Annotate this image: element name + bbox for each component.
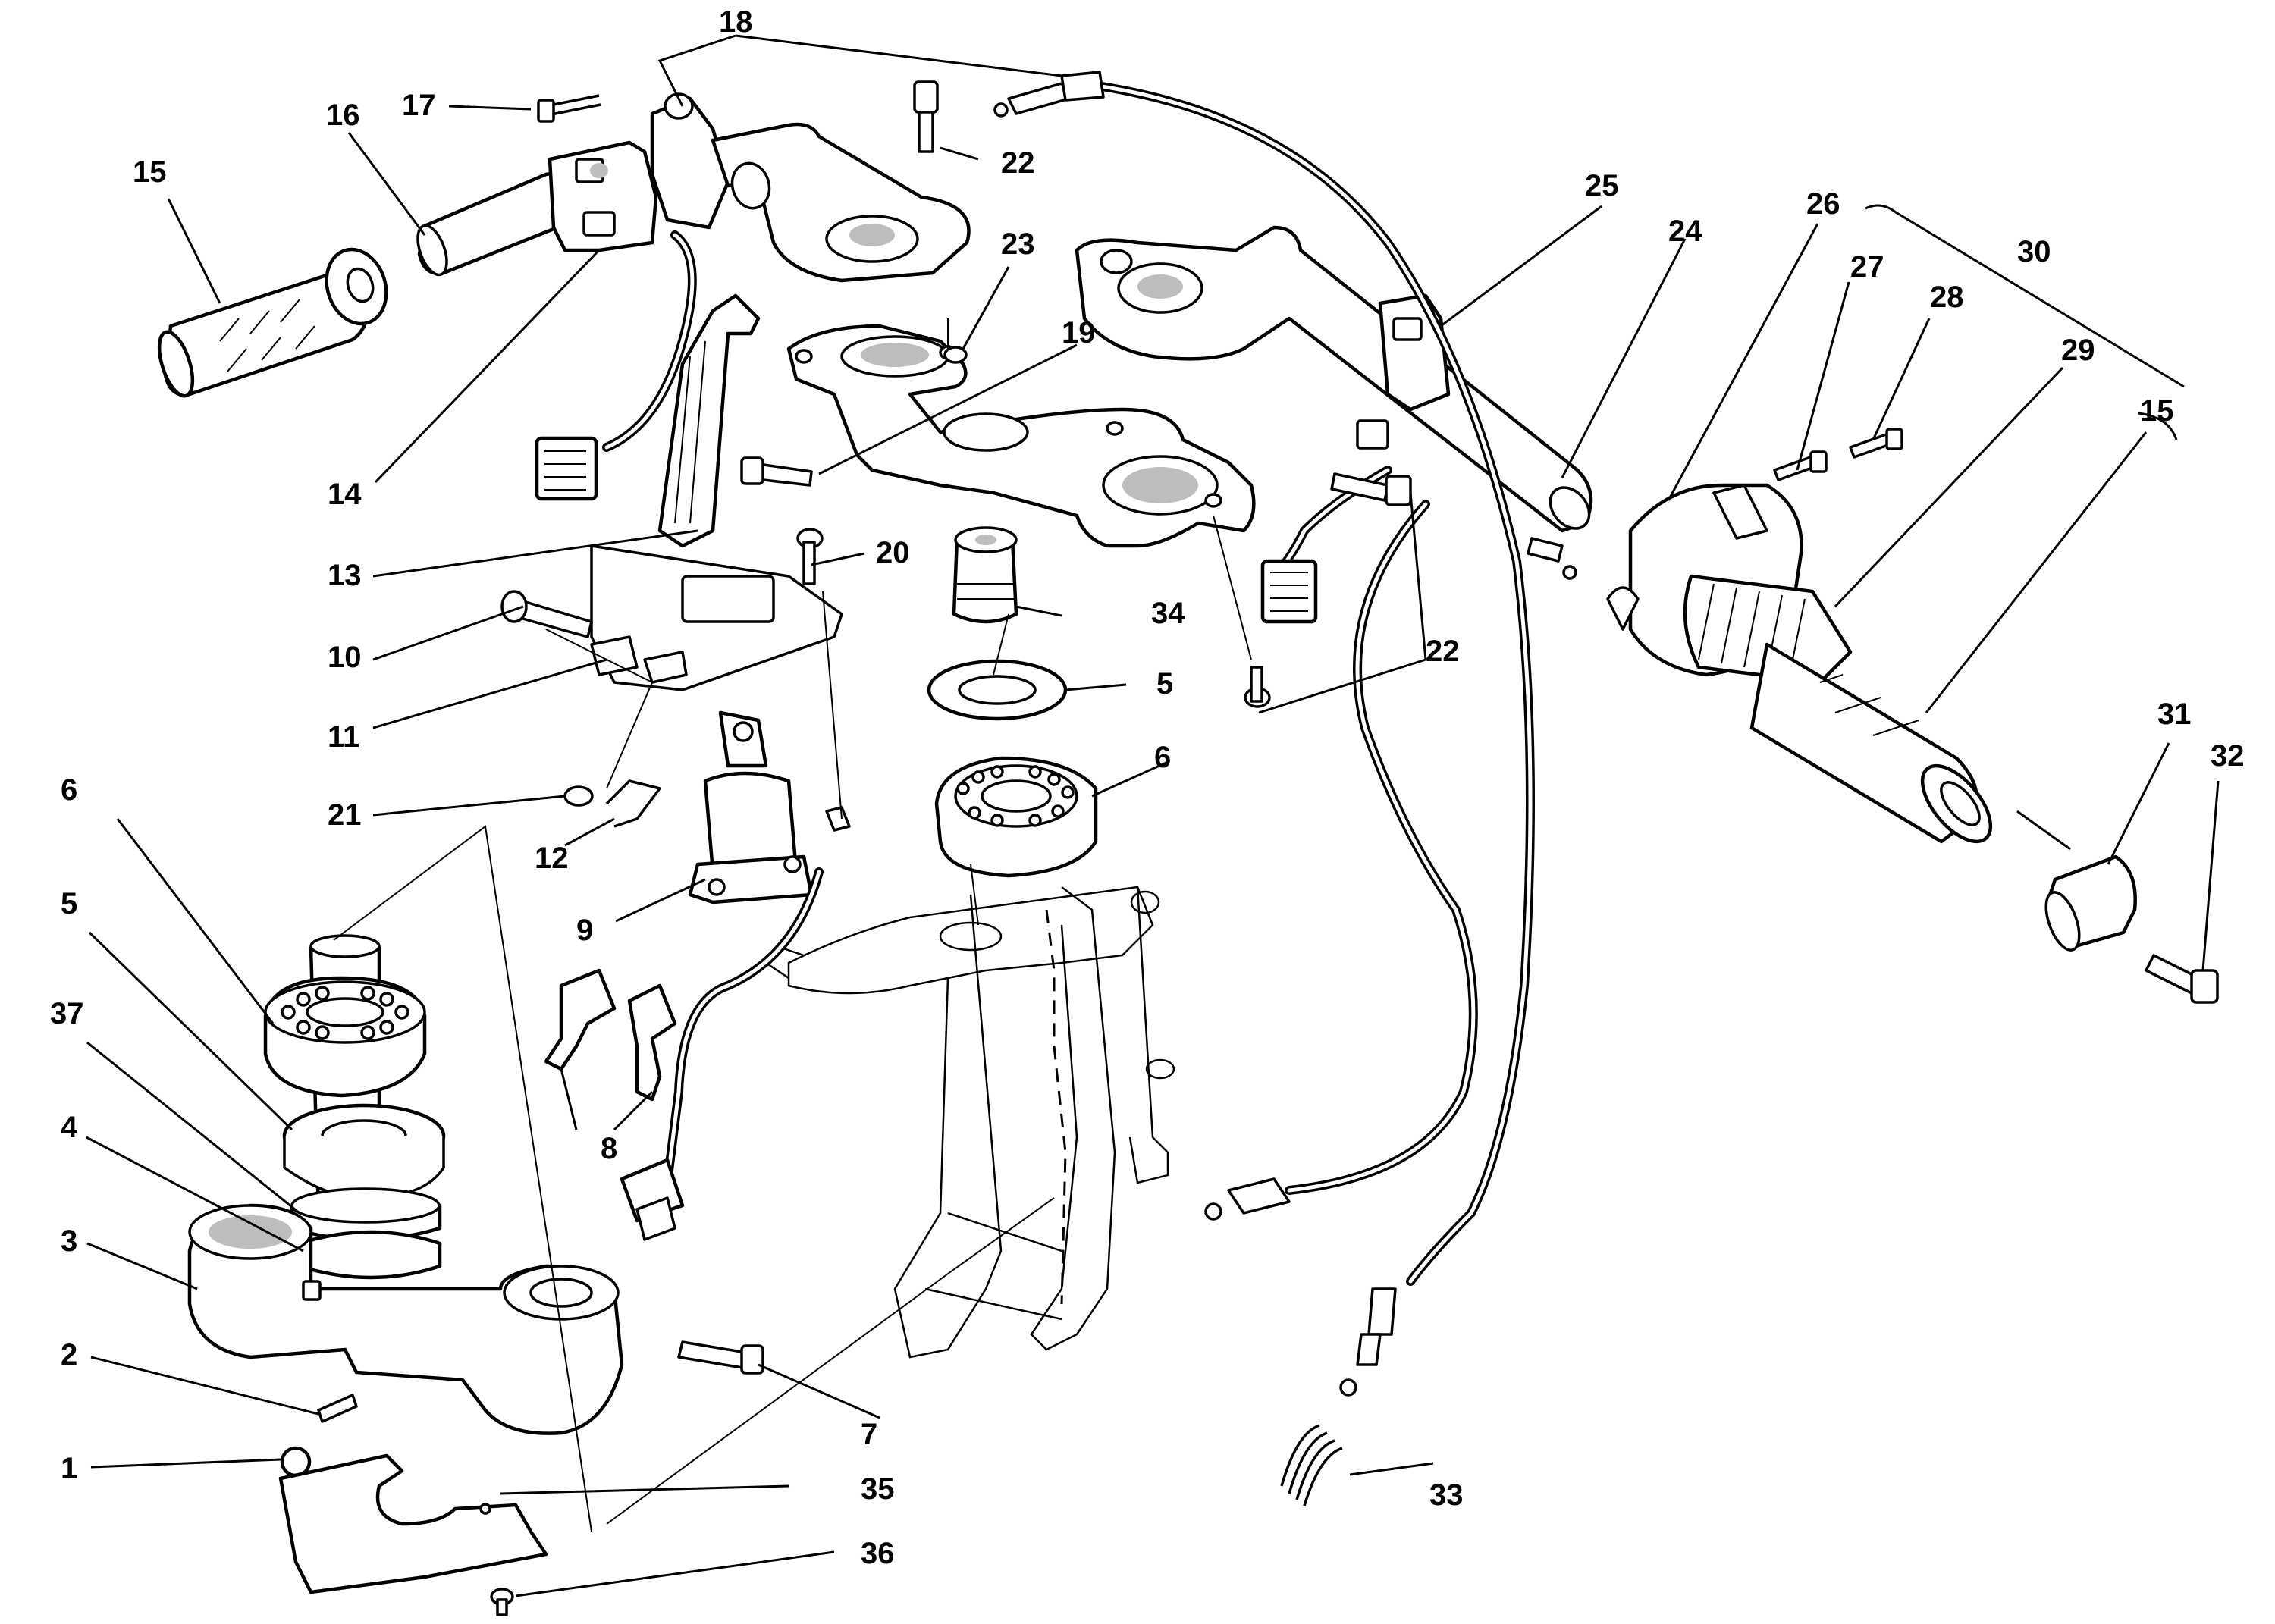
right-clamp-25	[1356, 293, 1451, 450]
ignition-wire	[620, 867, 824, 1241]
label-11: 11	[328, 720, 359, 754]
label-21: 21	[328, 798, 362, 832]
label-36: 36	[861, 1537, 895, 1570]
label-18: 18	[719, 5, 753, 39]
left-grip-washer	[325, 247, 388, 326]
label-22-top: 22	[1001, 146, 1035, 180]
label-15-left: 15	[133, 155, 167, 189]
label-6-upper: 6	[1154, 741, 1171, 774]
frame-headstock	[764, 886, 1175, 1359]
label-4: 4	[61, 1111, 78, 1144]
ignition-switch	[688, 710, 851, 904]
left-switch-wire	[535, 230, 697, 501]
screw-19	[740, 456, 813, 487]
part-labels: 15 16 17 18 22 23 19 14 13 20 34 10 5 11…	[50, 5, 2245, 1570]
label-35: 35	[861, 1472, 895, 1506]
cable-end-lower	[1339, 1287, 1397, 1397]
label-23: 23	[1001, 227, 1035, 261]
label-5-upper: 5	[1156, 667, 1173, 701]
label-34: 34	[1151, 597, 1185, 630]
washer-21	[563, 785, 594, 807]
left-clip-on-handlebar	[711, 122, 971, 283]
steering-nut-34	[952, 526, 1018, 624]
screw-17	[537, 94, 601, 123]
label-2: 2	[61, 1338, 77, 1372]
bracket-13	[590, 293, 843, 691]
label-16: 16	[326, 99, 360, 132]
dust-seal-5-upper	[927, 659, 1068, 721]
label-10: 10	[328, 641, 362, 674]
label-33: 33	[1429, 1478, 1464, 1512]
screw-23	[943, 346, 968, 364]
bolt-7	[677, 1340, 764, 1375]
label-24: 24	[1668, 215, 1702, 248]
label-3: 3	[61, 1224, 77, 1258]
bar-end-screw	[2145, 954, 2219, 1004]
label-8: 8	[601, 1132, 617, 1165]
left-switch-housing	[548, 140, 658, 252]
label-5-lower: 5	[61, 887, 77, 920]
screw-22-top	[913, 80, 939, 153]
left-handlebar-tube	[416, 172, 573, 277]
label-20: 20	[876, 536, 910, 569]
lower-triple-clamp	[187, 1203, 624, 1435]
cable-adjuster-right	[1527, 537, 1577, 580]
right-clip-on-handlebar	[1075, 225, 1593, 533]
screws-27-28	[1773, 428, 1903, 481]
label-14: 14	[328, 478, 362, 511]
keys	[544, 968, 677, 1102]
label-37: 37	[50, 997, 84, 1030]
label-7: 7	[861, 1418, 877, 1451]
label-31: 31	[2157, 698, 2192, 731]
nut-1	[280, 1446, 312, 1478]
top-triple-clamp	[786, 324, 1256, 548]
label-25: 25	[1585, 169, 1619, 202]
label-22-right: 22	[1426, 635, 1460, 668]
throttle-cable-lower	[1204, 500, 1478, 1221]
bearing-6-upper	[934, 756, 1098, 878]
dust-seal-5-lower	[282, 1103, 446, 1199]
plate-35	[278, 1453, 548, 1594]
label-29: 29	[2061, 334, 2095, 367]
spacer-11	[590, 635, 688, 684]
right-grip-15	[1749, 642, 1993, 844]
label-26: 26	[1806, 187, 1840, 221]
label-19: 19	[1062, 316, 1096, 350]
spring-33	[1280, 1424, 1343, 1506]
clip-12	[605, 779, 661, 828]
grub-screw-2	[317, 1394, 358, 1423]
bearing-6-lower	[263, 976, 427, 1098]
label-1: 1	[61, 1452, 77, 1485]
label-17: 17	[402, 89, 436, 122]
label-27: 27	[1850, 250, 1884, 284]
screw-36	[490, 1588, 514, 1616]
label-13: 13	[328, 559, 362, 592]
label-15-right: 15	[2140, 394, 2174, 428]
label-30: 30	[2017, 235, 2051, 268]
screw-22-right	[1244, 472, 1412, 708]
screw-20	[796, 528, 824, 585]
label-6-lower: 6	[61, 773, 77, 807]
label-32: 32	[2211, 739, 2245, 773]
assembly-lines	[333, 318, 1252, 1532]
leader-lines	[86, 34, 2220, 1597]
label-12: 12	[535, 842, 569, 875]
ring-4	[297, 1230, 442, 1280]
label-28: 28	[1930, 281, 1964, 314]
bar-end-weight	[2044, 854, 2137, 952]
label-9: 9	[576, 914, 593, 947]
left-bar-clamp	[650, 92, 730, 230]
throttle-cable-upper	[993, 71, 1535, 1286]
